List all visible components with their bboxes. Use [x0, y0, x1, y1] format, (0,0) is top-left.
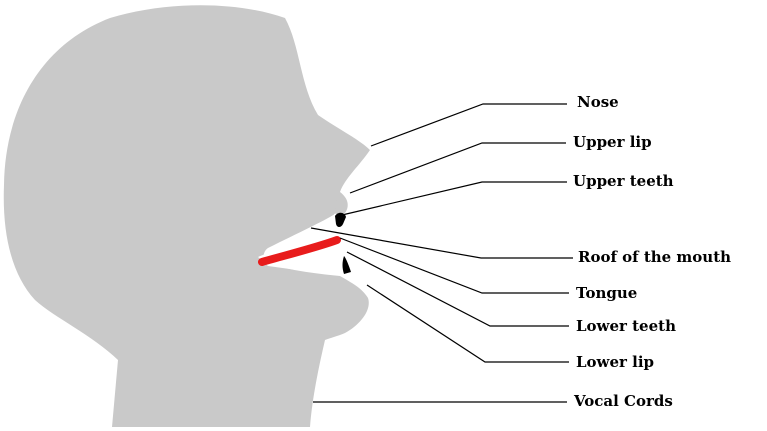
label-nose: Nose [577, 93, 619, 111]
lower-teeth-leader-line [347, 252, 569, 326]
label-roof-of-mouth: Roof of the mouth [578, 248, 731, 266]
upper-lip-leader-line [350, 143, 566, 193]
head-silhouette [4, 5, 370, 427]
label-upper-teeth: Upper teeth [573, 172, 674, 190]
label-tongue: Tongue [576, 284, 637, 302]
label-lower-teeth: Lower teeth [576, 317, 676, 335]
label-vocal-cords: Vocal Cords [574, 392, 673, 410]
lower-lip-leader-line [367, 285, 569, 362]
upper-teeth-leader-line [342, 182, 567, 215]
label-upper-lip: Upper lip [573, 133, 652, 151]
label-lower-lip: Lower lip [576, 353, 654, 371]
nose-leader-line [371, 104, 567, 146]
lower-teeth-shape [343, 256, 352, 274]
